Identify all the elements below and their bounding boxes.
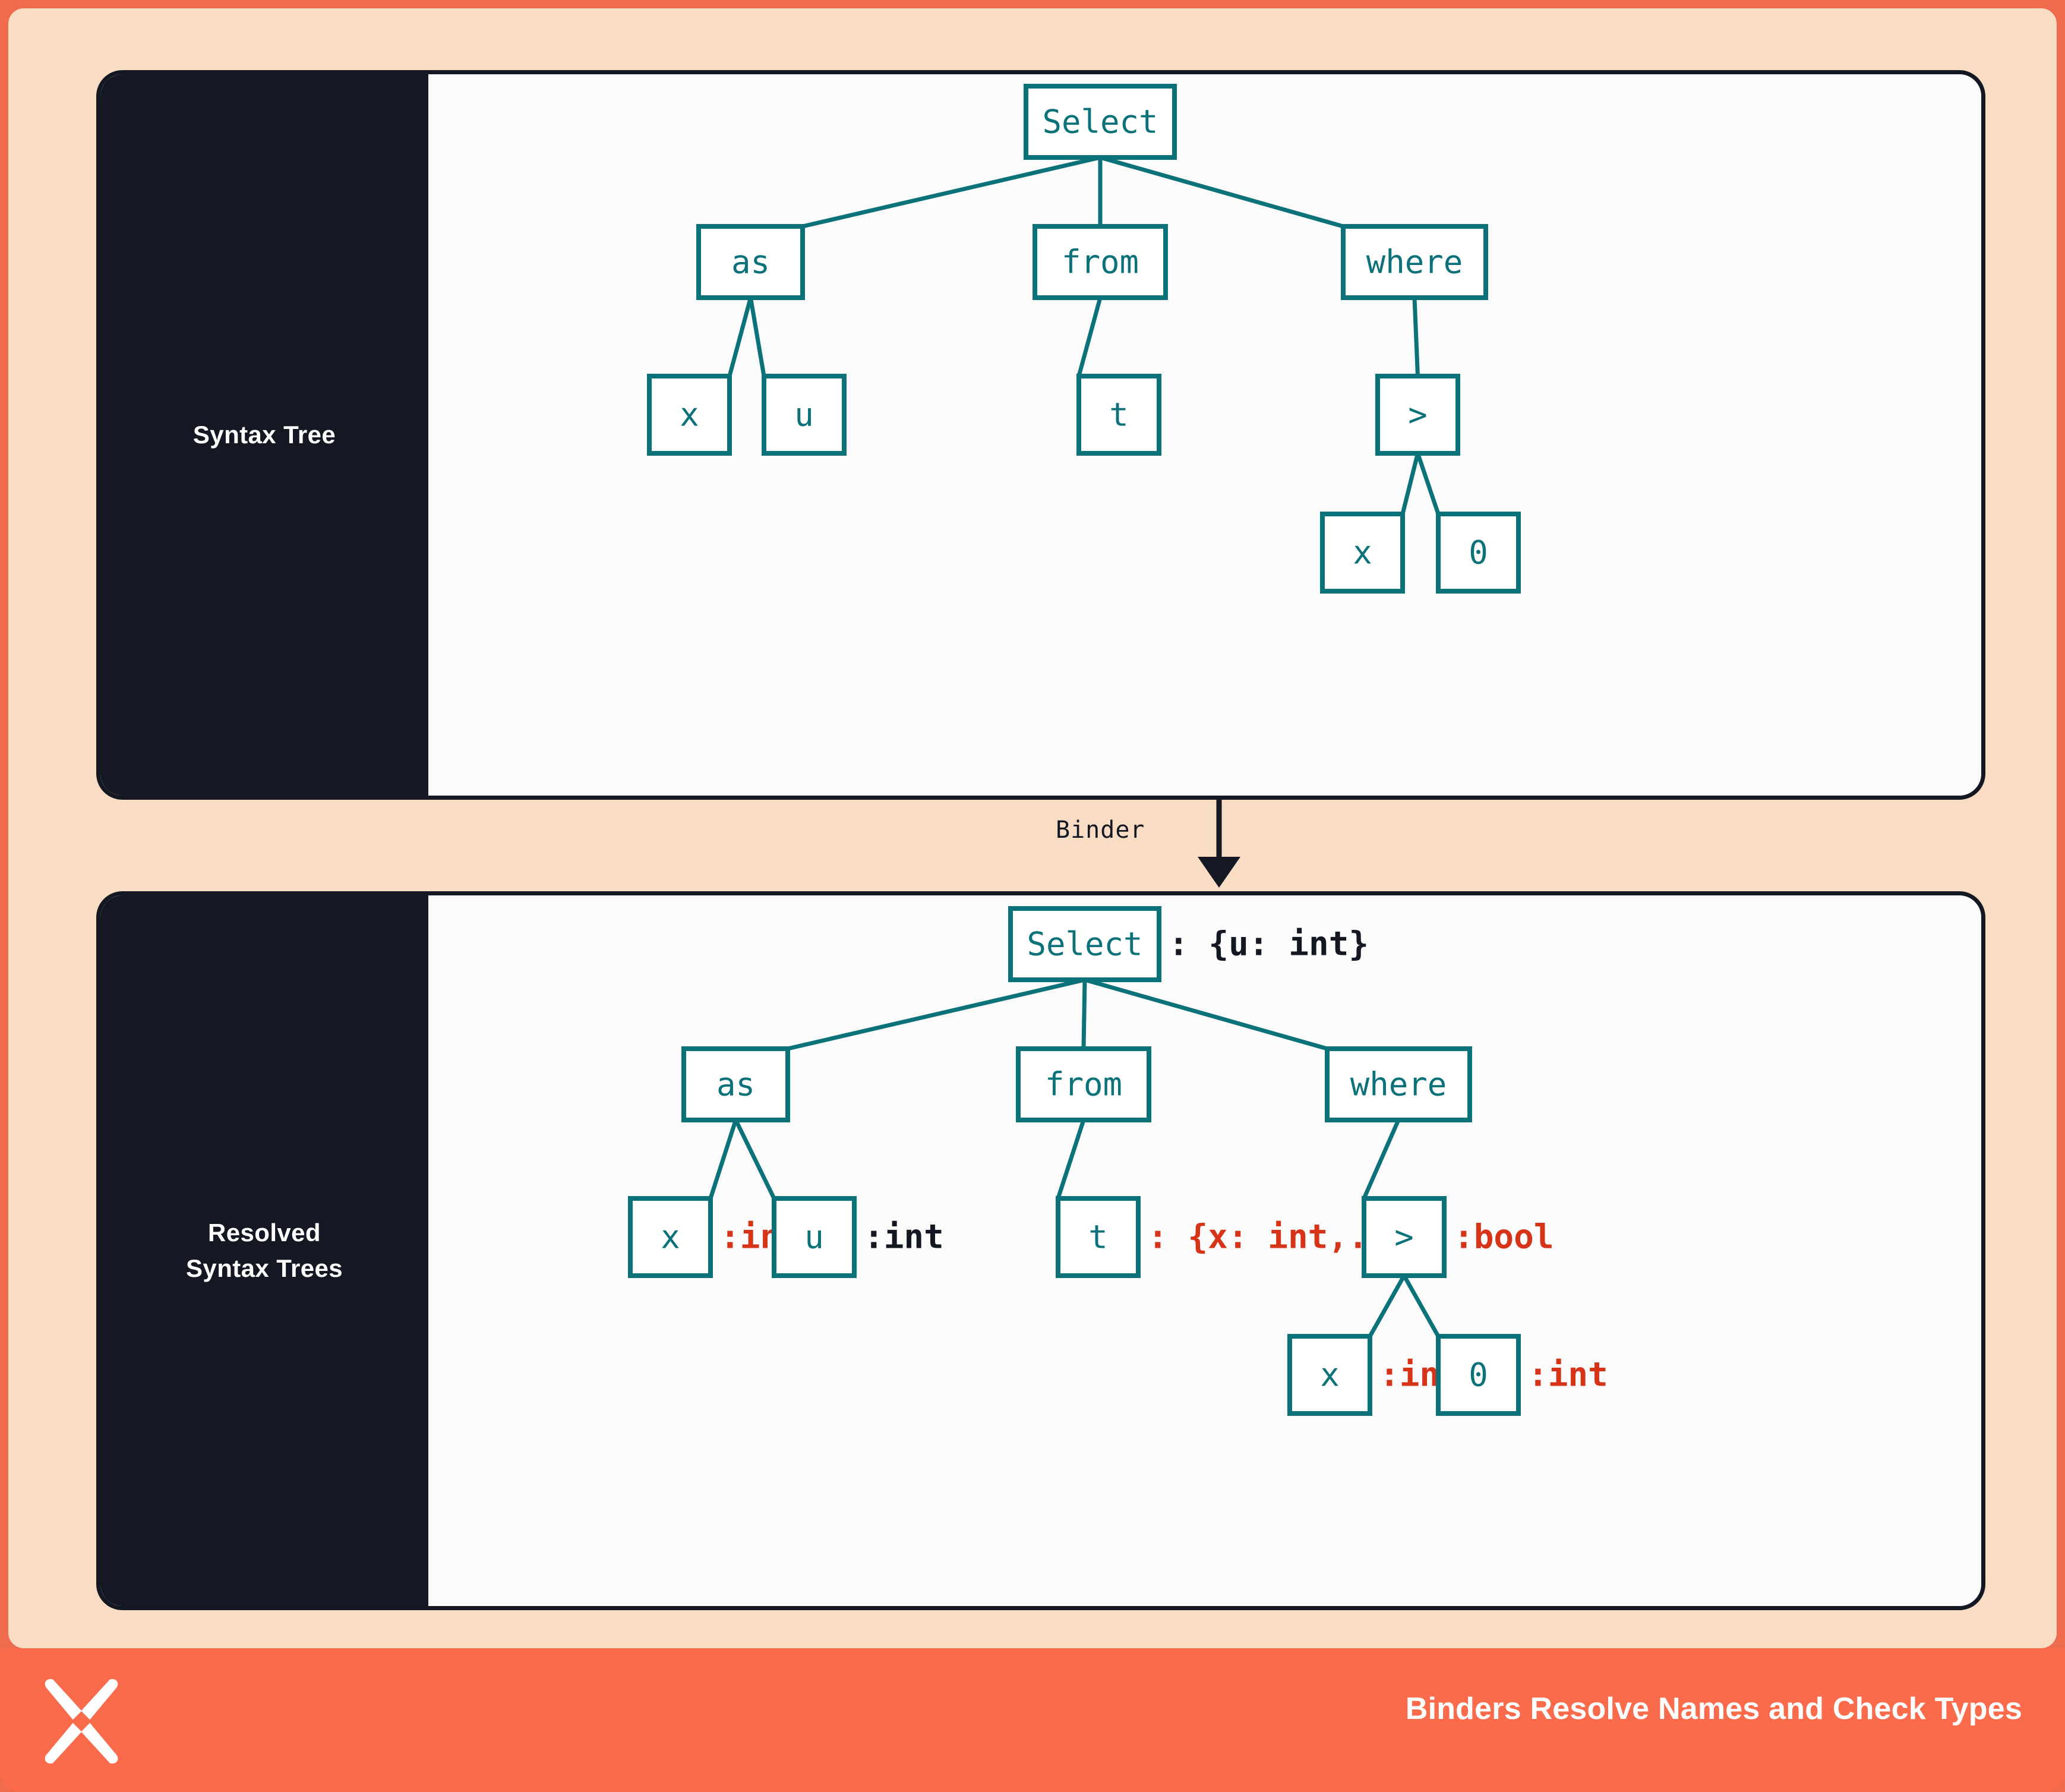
tree-edge — [1362, 1119, 1401, 1200]
tree-edge — [802, 155, 1101, 229]
tree-node-box — [772, 1196, 857, 1278]
tree-node-as-u[interactable]: u — [762, 374, 847, 456]
tree-node-box — [1032, 224, 1168, 300]
tree-node-label: t — [1088, 1219, 1108, 1256]
tree-node-label: u — [804, 1219, 824, 1256]
tree-node-box — [1362, 1196, 1447, 1278]
tree-node-from-t[interactable]: t — [1076, 374, 1161, 456]
tree-node-gt-0[interactable]: 0 :int — [1436, 1334, 1608, 1416]
binder-label: Binder — [1056, 816, 1145, 844]
x-star-logo-icon — [45, 1679, 118, 1764]
tree-node-where[interactable]: where — [1341, 224, 1488, 300]
tree-node-label: where — [1366, 244, 1463, 281]
tree-node-box — [1341, 224, 1488, 300]
tree-node-select[interactable]: Select : {u: int} — [1008, 906, 1369, 982]
tree-node-box — [628, 1196, 713, 1278]
tree-node-label: t — [1109, 396, 1129, 434]
tree-node-label: x — [680, 396, 699, 434]
tree-node-box — [1008, 906, 1161, 982]
tree-node-box — [647, 374, 732, 456]
tree-edge — [1412, 297, 1420, 377]
tree-node-from[interactable]: from — [1032, 224, 1168, 300]
tree-node-gt-x[interactable]: x — [1320, 512, 1405, 594]
tree-node-label: as — [716, 1066, 755, 1103]
tree-node-label: u — [794, 396, 814, 434]
tree-edge — [1076, 297, 1103, 377]
tree-edge — [1100, 155, 1344, 229]
tree-node-label: > — [1408, 396, 1428, 434]
tree-node-label: 0 — [1469, 1356, 1488, 1394]
tree-node-label: from — [1062, 244, 1139, 281]
tree-node-type-annotation: :bool — [1454, 1218, 1554, 1257]
tree-edge — [708, 1119, 738, 1200]
tree-node-box — [696, 224, 805, 300]
tree-node-type-annotation: : {u: int} — [1169, 925, 1369, 964]
tree-node-gt-0[interactable]: 0 — [1436, 512, 1521, 594]
tree-node-box — [1016, 1046, 1151, 1122]
tree-edge — [1402, 1274, 1441, 1337]
tree-node-label: as — [731, 244, 770, 281]
tree-edge — [1400, 453, 1420, 515]
tree-edge — [734, 1119, 776, 1200]
tree-node-box — [762, 374, 847, 456]
binder-transition: Binder — [96, 800, 1985, 892]
tree-edge — [727, 297, 753, 377]
tree-node-box — [1375, 374, 1460, 456]
tree-node-where[interactable]: where — [1325, 1046, 1472, 1122]
tree-node-label: from — [1045, 1066, 1122, 1103]
syntax-tree-diagram: Select as from where x u t > x 0 — [647, 84, 1521, 594]
panel-syntax-tree-sidebar: Syntax Tree — [100, 74, 428, 796]
tree-node-gt[interactable]: > :bool — [1362, 1196, 1554, 1278]
tree-node-as[interactable]: as — [696, 224, 805, 300]
tree-edges — [727, 155, 1441, 515]
tree-node-label: x — [1320, 1356, 1340, 1394]
tree-node-type-annotation: :int — [1528, 1356, 1608, 1395]
tree-node-box — [1076, 374, 1161, 456]
tree-edge — [1081, 979, 1087, 1049]
tree-edge — [1056, 1119, 1086, 1200]
tree-node-box — [681, 1046, 790, 1122]
tree-node-box — [1287, 1334, 1372, 1416]
panel-syntax-tree-body: Select as from where x u t > x 0 — [428, 74, 1981, 796]
tree-edge — [1368, 1274, 1406, 1337]
tree-node-type-annotation: :int — [864, 1218, 944, 1257]
tree-node-label: where — [1350, 1066, 1447, 1103]
tree-edge — [1084, 977, 1328, 1051]
tree-node-label: 0 — [1469, 534, 1488, 572]
tree-node-label: x — [661, 1219, 680, 1256]
tree-node-box — [1320, 512, 1405, 594]
tree-node-box — [1436, 512, 1521, 594]
tree-node-select[interactable]: Select — [1024, 84, 1177, 160]
footer-bar: Binders Resolve Names and Check Types — [0, 1648, 2065, 1792]
footer-caption: Binders Resolve Names and Check Types — [1405, 1692, 2022, 1726]
tree-node-as-u[interactable]: u :int — [772, 1196, 944, 1278]
tree-node-gt-x[interactable]: x:int — [1287, 1334, 1460, 1416]
tree-node-label: x — [1353, 534, 1372, 572]
tree-edge — [787, 977, 1085, 1051]
tree-node-as-x[interactable]: x — [647, 374, 732, 456]
binder-arrow-icon — [1198, 800, 1240, 888]
tree-node-box — [1056, 1196, 1141, 1278]
tree-node-from[interactable]: from — [1016, 1046, 1151, 1122]
panel-syntax-tree-label: Syntax Tree — [192, 421, 336, 449]
tree-node-box — [1024, 84, 1177, 160]
tree-node-label: Select — [1027, 926, 1142, 963]
tree-node-label: > — [1394, 1219, 1414, 1256]
tree-node-label: Select — [1042, 103, 1158, 141]
poster-canvas: Syntax Tree Select as from where x u t > x 0 Bind… — [8, 8, 2057, 1648]
tree-edges — [708, 977, 1441, 1337]
tree-edge — [1416, 452, 1441, 515]
tree-node-gt[interactable]: > — [1375, 374, 1460, 456]
tree-edge — [749, 297, 766, 377]
panel-syntax-tree: Syntax Tree Select as from where x u t > x 0 — [96, 70, 1985, 800]
tree-node-box — [1436, 1334, 1521, 1416]
tree-node-as[interactable]: as — [681, 1046, 790, 1122]
tree-node-box — [1325, 1046, 1472, 1122]
